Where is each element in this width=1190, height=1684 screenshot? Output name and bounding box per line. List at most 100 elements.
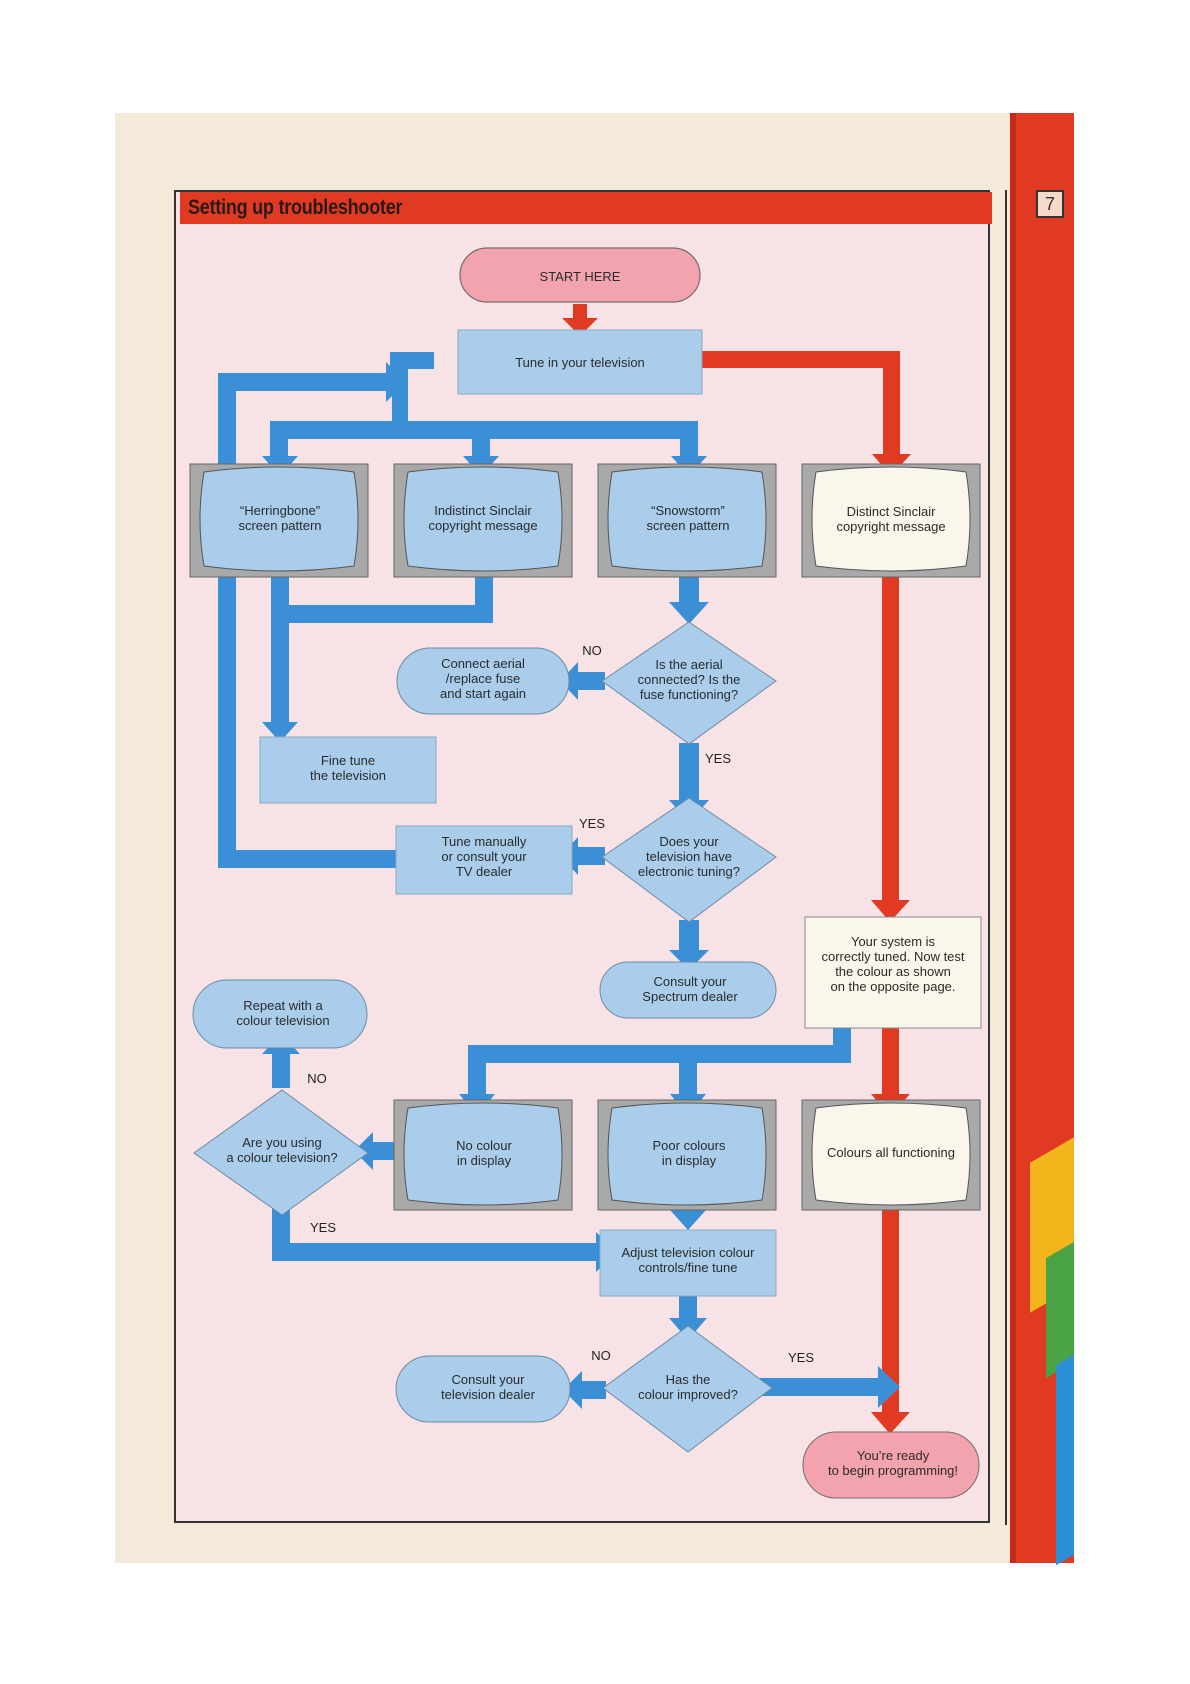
tv-snowstorm: “Snowstorm” screen pattern	[597, 463, 777, 578]
colours-all-line-1: Colours all functioning	[827, 1145, 955, 1160]
improved-question-node: Has the colour improved?	[602, 1325, 773, 1453]
label-no-colour-tv: NO	[307, 1071, 327, 1086]
blue-line-nocolour-q	[372, 1142, 398, 1160]
svg-text:Indistinct Sinclair: Indistinct Sinclair	[434, 503, 532, 518]
indistinct-line-1: Indistinct Sinclair	[434, 503, 532, 518]
svg-text:colour improved?: colour improved?	[638, 1387, 738, 1402]
distinct-line-2: copyright message	[836, 519, 945, 534]
manual-line-3: TV dealer	[456, 864, 513, 879]
blue-drop-herringbone	[270, 421, 288, 461]
herringbone-line-2: screen pattern	[238, 518, 321, 533]
svg-text:No colour: No colour	[456, 1138, 512, 1153]
blue-loop-vertical	[218, 373, 236, 868]
svg-text:Does your: Does your	[659, 834, 719, 849]
poor-line-1: Poor colours	[653, 1138, 726, 1153]
blue-drop-indistinct	[472, 421, 490, 461]
aerial-question-node: Is the aerial connected? Is the fuse fun…	[601, 621, 777, 745]
blue-arrow-consulttv-head	[563, 1371, 582, 1409]
correctly-tuned-node: Your system is correctly tuned. Now test…	[804, 916, 982, 1029]
blue-drop-nocolour	[468, 1045, 486, 1100]
label-no-improved: NO	[591, 1348, 611, 1363]
adjust-line-1: Adjust television colour	[622, 1245, 756, 1260]
blue-line-adjust-improved	[679, 1294, 697, 1322]
svg-text:screen pattern: screen pattern	[238, 518, 321, 533]
blue-line-aerial-yes	[679, 743, 699, 803]
no-colour-line-1: No colour	[456, 1138, 512, 1153]
electronic-question-node: Does your television have electronic tun…	[601, 797, 777, 923]
blue-line-indistinct-join	[271, 605, 493, 623]
svg-text:in display: in display	[457, 1153, 512, 1168]
svg-text:on the opposite page.: on the opposite page.	[830, 979, 955, 994]
svg-text:the television: the television	[310, 768, 386, 783]
ready-line-1: You’re ready	[857, 1448, 930, 1463]
svg-text:in display: in display	[662, 1153, 717, 1168]
start-label: START HERE	[540, 269, 621, 284]
adjust-line-2: controls/fine tune	[638, 1260, 737, 1275]
svg-text:Tune in your television: Tune in your television	[515, 355, 645, 370]
tune-node: Tune in your television	[457, 329, 703, 395]
snowstorm-line-1: “Snowstorm”	[651, 503, 725, 518]
tuned-line-3: the colour as shown	[835, 964, 951, 979]
spectrum-line-2: Spectrum dealer	[642, 989, 738, 1004]
blue-arrow-fine-head	[262, 722, 298, 742]
fine-tune-node: Fine tune the television	[259, 736, 437, 804]
svg-text:electronic tuning?: electronic tuning?	[638, 864, 740, 879]
distinct-line-1: Distinct Sinclair	[847, 504, 937, 519]
manual-line-1: Tune manually	[442, 834, 527, 849]
repeat-colour-node: Repeat with a colour television	[192, 979, 368, 1049]
svg-text:Fine tune: Fine tune	[321, 753, 375, 768]
svg-text:television dealer: television dealer	[441, 1387, 536, 1402]
svg-text:copyright message: copyright message	[428, 518, 537, 533]
tv-herringbone: “Herringbone” screen pattern	[189, 463, 369, 578]
consult-tv-line-2: television dealer	[441, 1387, 536, 1402]
label-yes-improved: YES	[788, 1350, 814, 1365]
svg-text:Consult your: Consult your	[452, 1372, 526, 1387]
blue-line-snow-aerial	[679, 575, 699, 605]
svg-text:fuse functioning?: fuse functioning?	[640, 687, 738, 702]
right-rule	[1005, 190, 1007, 1525]
tune-label: Tune in your television	[515, 355, 645, 370]
ready-line-2: to begin programming!	[828, 1463, 958, 1478]
tune-manually-node: Tune manually or consult your TV dealer	[395, 825, 573, 895]
red-arrow-tuned-head	[871, 900, 910, 922]
svg-text:to begin programming!: to begin programming!	[828, 1463, 958, 1478]
red-line-tuned-colours	[882, 1025, 899, 1100]
consult-tv-node: Consult your television dealer	[395, 1355, 571, 1423]
blue-line-electronic-spectrum	[679, 920, 699, 954]
red-line-tune-right	[700, 351, 900, 368]
label-yes-electronic: YES	[579, 816, 605, 831]
connect-line-1: Connect aerial	[441, 656, 525, 671]
blue-arrow-spectrum-head	[669, 950, 709, 970]
aerial-q-line-1: Is the aerial	[655, 657, 722, 672]
blue-drop-snowstorm	[680, 421, 698, 461]
svg-text:screen pattern: screen pattern	[646, 518, 729, 533]
blue-line-improved-yes	[760, 1378, 880, 1396]
indistinct-line-2: copyright message	[428, 518, 537, 533]
aerial-q-line-3: fuse functioning?	[640, 687, 738, 702]
title-banner	[180, 192, 992, 224]
improved-line-2: colour improved?	[638, 1387, 738, 1402]
blue-arrow-ready-head	[878, 1366, 900, 1408]
label-yes-colour-tv: YES	[310, 1220, 336, 1235]
repeat-line-1: Repeat with a	[243, 998, 323, 1013]
start-node: START HERE	[459, 247, 701, 303]
consult-spectrum-node: Consult your Spectrum dealer	[599, 961, 777, 1019]
page-number: 7	[1036, 190, 1064, 218]
svg-text:a colour television?: a colour television?	[226, 1150, 337, 1165]
svg-text:START HERE: START HERE	[540, 269, 621, 284]
fine-tune-line-1: Fine tune	[321, 753, 375, 768]
tuned-line-4: on the opposite page.	[830, 979, 955, 994]
svg-text:“Snowstorm”: “Snowstorm”	[651, 503, 725, 518]
blue-line-herringbone-fine	[271, 575, 289, 725]
aerial-q-line-2: connected? Is the	[638, 672, 741, 687]
svg-text:connected? Is the: connected? Is the	[638, 672, 741, 687]
connect-line-2: /replace fuse	[446, 671, 520, 686]
connect-line-3: and start again	[440, 686, 526, 701]
electronic-line-2: television have	[646, 849, 732, 864]
red-edge-shadow	[1010, 113, 1018, 1563]
tv-distinct: Distinct Sinclair copyright message	[801, 463, 981, 578]
ready-node: You’re ready to begin programming!	[802, 1431, 980, 1499]
label-no-aerial: NO	[582, 643, 602, 658]
svg-text:and start again: and start again	[440, 686, 526, 701]
